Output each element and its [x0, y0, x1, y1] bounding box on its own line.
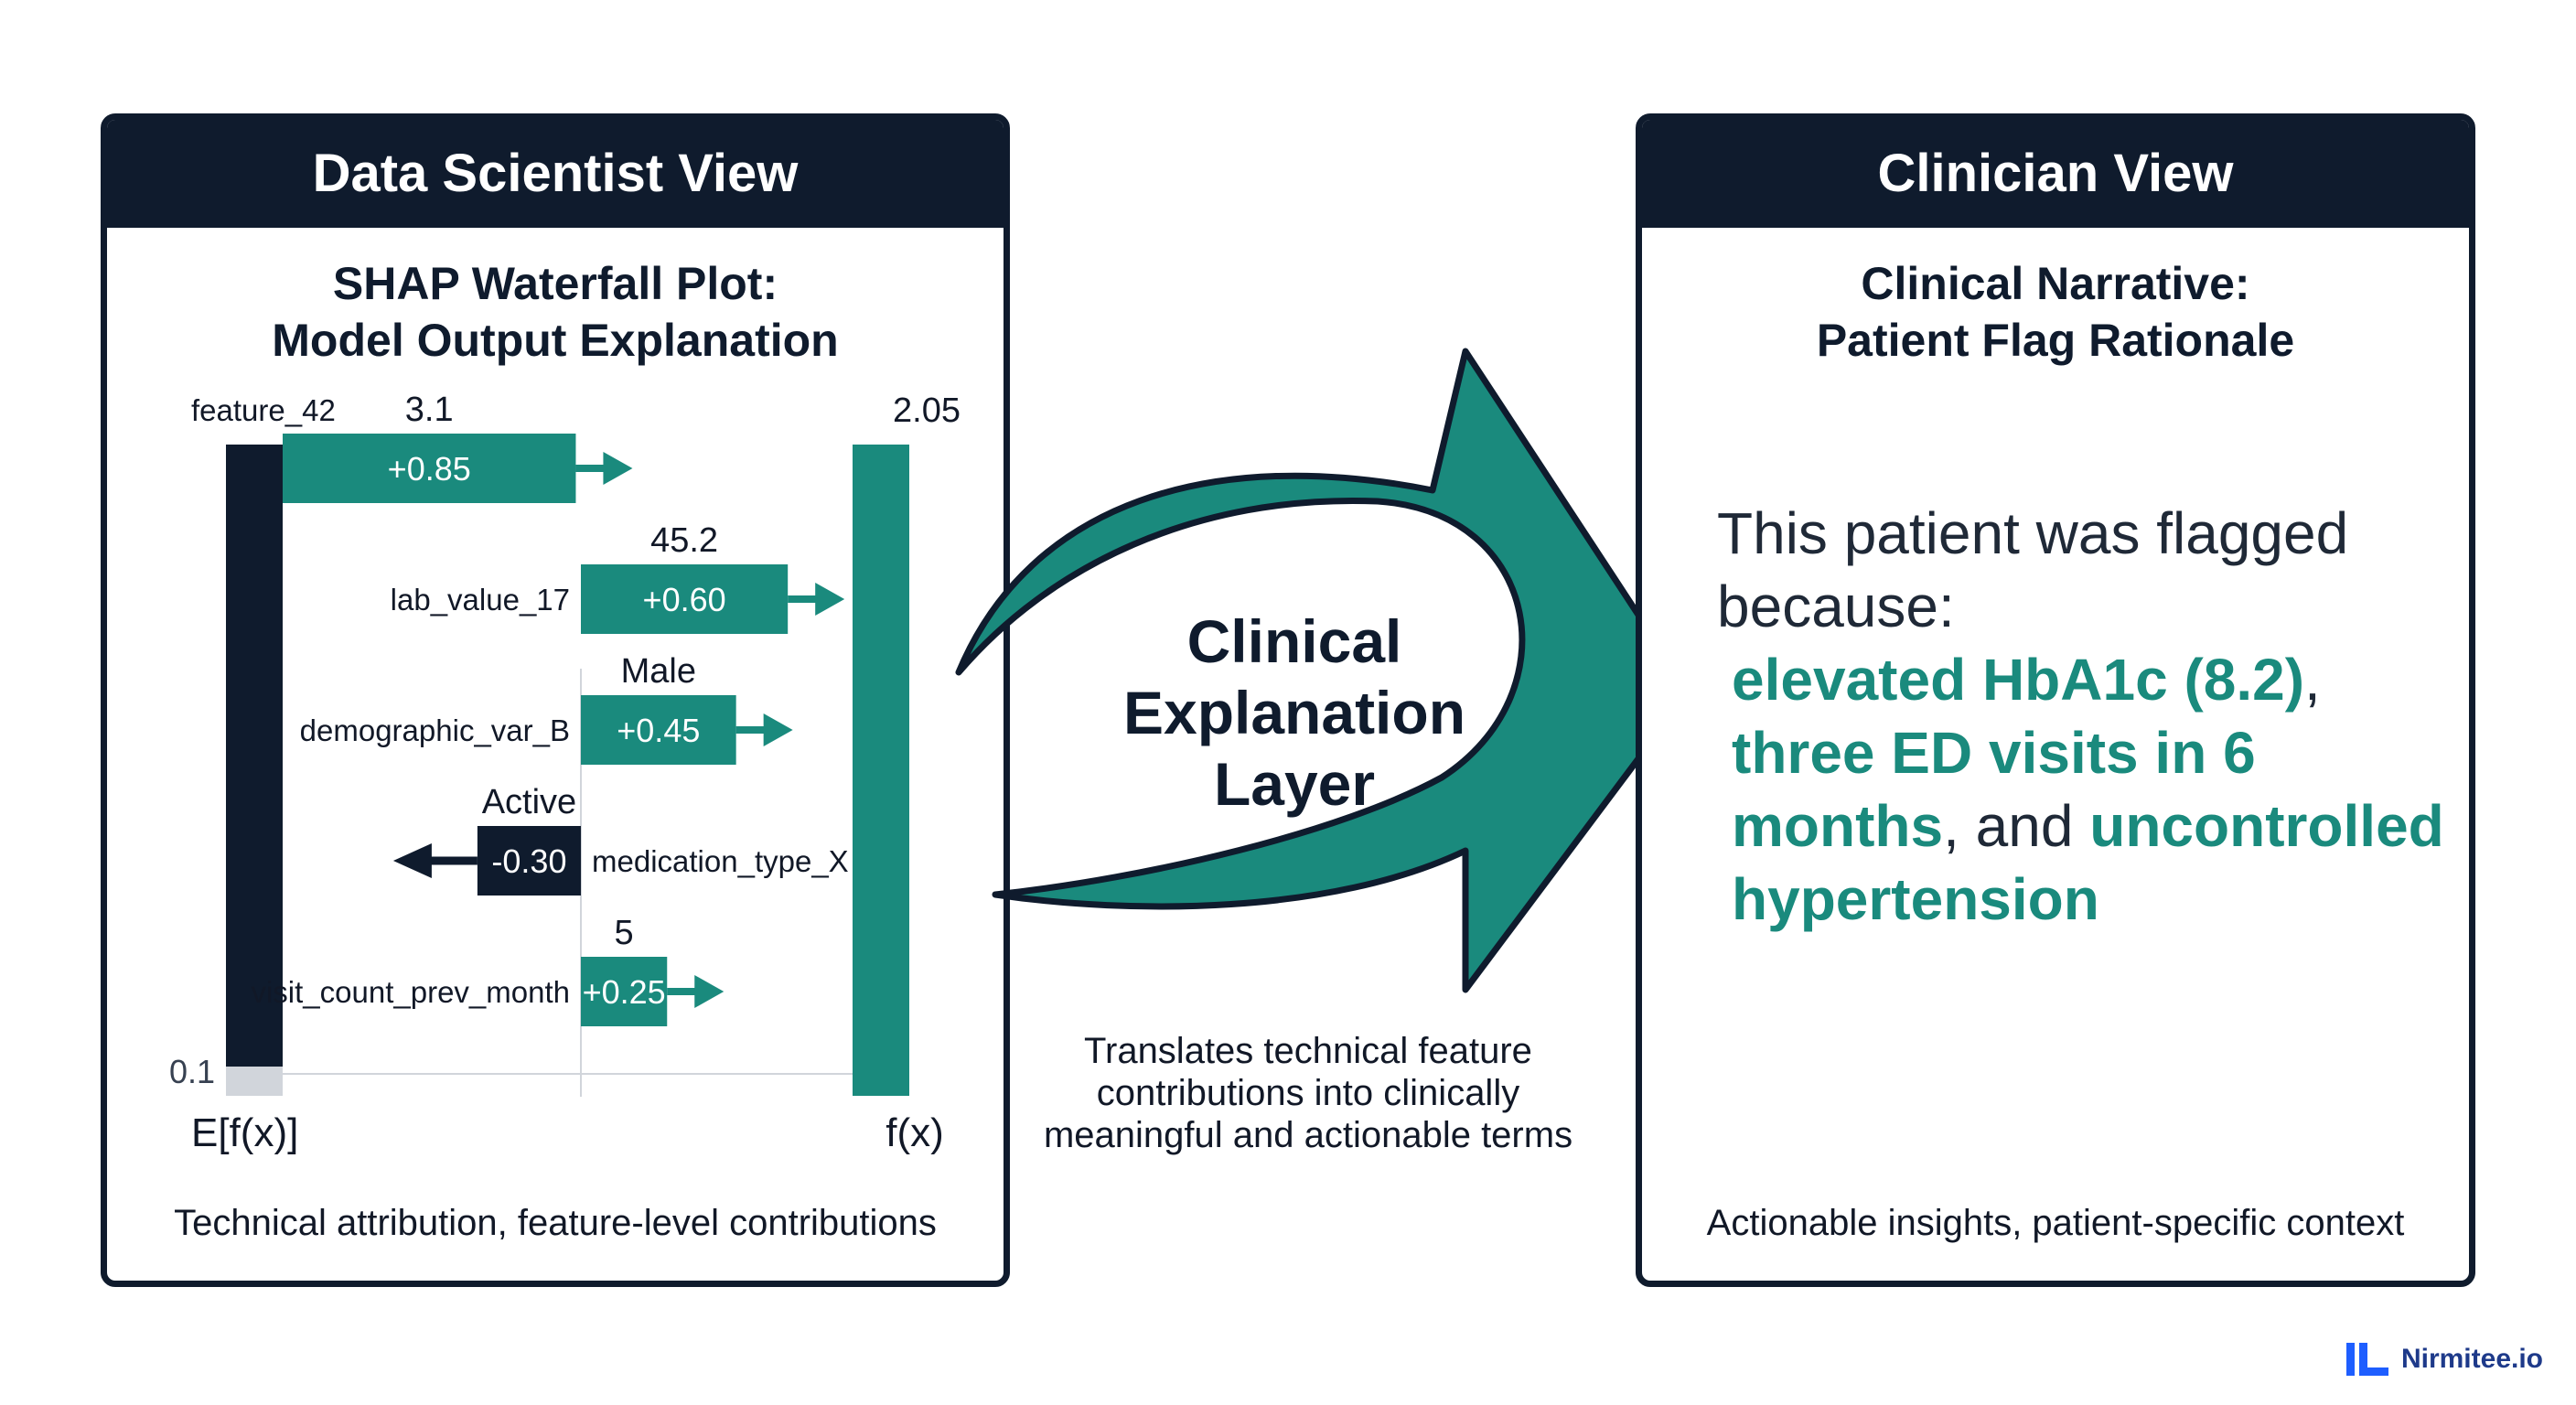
output-value-bar: [853, 445, 909, 1096]
reason-separator-2: , and: [1943, 793, 2074, 859]
shap-feature-name-visit_count_prev_month: visit_count_prev_month: [251, 975, 570, 1009]
narrative-reasons: elevated HbA1c (8.2), three ED visits in…: [1717, 643, 2467, 936]
data-scientist-panel: Data Scientist View SHAP Waterfall Plot:…: [101, 113, 1010, 1287]
reason-hba1c: elevated HbA1c (8.2): [1732, 647, 2305, 713]
shap-contribution-feature_42: +0.85: [388, 450, 471, 488]
shap-bar-lab_value_17: [581, 564, 789, 634]
shap-feature-name-demographic_var_B: demographic_var_B: [300, 713, 570, 747]
shap-contribution-lab_value_17: +0.60: [643, 581, 726, 618]
layer-title-line-2: Explanation: [1122, 679, 1466, 746]
shap-arrow-head-visit_count_prev_month: [694, 975, 724, 1008]
shap-bar-feature_42: [283, 434, 576, 503]
layer-title-line-3: Layer: [1213, 750, 1376, 818]
explanation-arrow: [955, 348, 1692, 993]
shap-feature-name-feature_42: feature_42: [191, 393, 336, 427]
brand: Nirmitee.io: [2345, 1343, 2543, 1376]
narrative-title-line-1: Clinical Narrative:: [1861, 258, 2250, 309]
shap-bar-visit_count_prev_month: [581, 957, 668, 1026]
base-axis-label: E[f(x)]: [191, 1110, 298, 1155]
shap-feature-name-medication_type_X: medication_type_X: [592, 844, 849, 878]
base-value-bar: [226, 445, 283, 1067]
output-axis-label: f(x): [886, 1110, 944, 1155]
shap-feature-value-lab_value_17: 45.2: [650, 521, 718, 560]
shap-feature-value-feature_42: 3.1: [405, 391, 454, 429]
reason-ed-visits: three ED visits in 6 months: [1732, 720, 2256, 859]
shap-title-line-1: SHAP Waterfall Plot:: [332, 258, 778, 309]
shap-bar-medication_type_X: [477, 826, 581, 896]
clinical-narrative-title: Clinical Narrative: Patient Flag Rationa…: [1642, 255, 2469, 369]
shap-arrow-head-medication_type_X: [392, 843, 432, 878]
shap-title-line-2: Model Output Explanation: [272, 315, 839, 366]
base-value-label: 0.1: [169, 1053, 215, 1090]
nirmitee-logo-icon: [2345, 1343, 2388, 1376]
shap-feature-value-demographic_var_B: Male: [621, 652, 696, 691]
explanation-layer-title: Clinical Explanation Layer: [1093, 606, 1496, 820]
explanation-arrow-body: [955, 348, 1692, 993]
shap-bar-demographic_var_B: [581, 695, 736, 765]
shap-arrow-head-feature_42: [603, 452, 633, 485]
reason-hypertension: uncontrolled hypertension: [1732, 793, 2444, 932]
clinician-footer: Actionable insights, patient-specific co…: [1706, 1203, 2405, 1243]
shap-contribution-visit_count_prev_month: +0.25: [583, 973, 666, 1011]
data-scientist-footer: Technical attribution, feature-level con…: [174, 1203, 937, 1243]
shap-feature-value-medication_type_X: Active: [482, 783, 576, 821]
base-value-gray-tail: [226, 1067, 283, 1096]
brand-name: Nirmitee.io: [2400, 1344, 2543, 1374]
shap-feature-name-lab_value_17: lab_value_17: [391, 583, 570, 617]
output-value-label: 2.05: [893, 391, 961, 430]
narrative-intro: This patient was flagged because:: [1717, 500, 2349, 639]
clinical-narrative: This patient was flagged because: elevat…: [1717, 497, 2467, 936]
layer-title-line-1: Clinical: [1186, 607, 1402, 675]
explanation-layer-description: Translates technical feature contributio…: [1043, 1031, 1573, 1155]
shap-arrow-head-demographic_var_B: [763, 713, 793, 746]
clinician-panel: Clinician View Clinical Narrative: Patie…: [1636, 113, 2475, 1287]
data-scientist-header: Data Scientist View: [107, 120, 1004, 228]
shap-feature-value-visit_count_prev_month: 5: [615, 914, 634, 952]
shap-contribution-demographic_var_B: +0.45: [617, 712, 700, 749]
shap-chart-title: SHAP Waterfall Plot: Model Output Explan…: [107, 255, 1004, 369]
shap-waterfall-plot: 2.05 0.1E[f(x)] f(x) +0.85 3.1 feature_42 +0.6…: [169, 391, 961, 1155]
shap-contribution-medication_type_X: -0.30: [491, 842, 566, 880]
clinician-header: Clinician View: [1642, 120, 2469, 228]
narrative-title-line-2: Patient Flag Rationale: [1816, 315, 2295, 366]
shap-arrow-head-lab_value_17: [815, 583, 845, 616]
reason-separator-1: ,: [2304, 647, 2321, 713]
